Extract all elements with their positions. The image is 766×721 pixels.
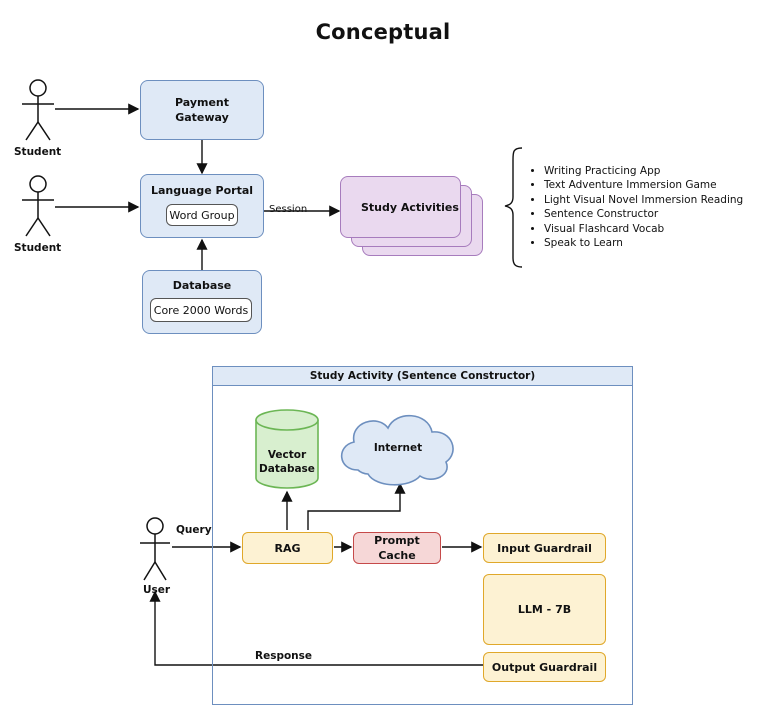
payment-gateway-label: Payment Gateway bbox=[174, 96, 230, 124]
vector-database-cylinder bbox=[255, 409, 319, 489]
response-edge-label: Response bbox=[255, 650, 313, 662]
user-label: User bbox=[143, 584, 171, 596]
student-bottom-figure bbox=[22, 175, 54, 237]
rag-box[interactable]: RAG bbox=[242, 532, 333, 564]
llm-label: LLM - 7B bbox=[517, 603, 572, 616]
diagram-title: Conceptual bbox=[315, 20, 451, 44]
prompt-cache-label: Prompt Cache bbox=[374, 534, 420, 562]
internet-cloud bbox=[340, 414, 454, 486]
vector-database-label: Vector Database bbox=[259, 449, 315, 475]
list-item: Visual Flashcard Vocab bbox=[544, 222, 743, 236]
database-label: Database bbox=[172, 279, 232, 292]
student-bottom-label: Student bbox=[14, 242, 62, 254]
study-activities-label: Study Activities bbox=[361, 200, 459, 214]
list-item: Text Adventure Immersion Game bbox=[544, 178, 743, 192]
study-activity-frame-title: Study Activity (Sentence Constructor) bbox=[212, 366, 633, 386]
payment-gateway-box[interactable]: Payment Gateway bbox=[140, 80, 264, 140]
list-item: Light Visual Novel Immersion Reading bbox=[544, 193, 743, 207]
core-words-box[interactable]: Core 2000 Words bbox=[150, 298, 252, 322]
activities-list: Writing Practicing App Text Adventure Im… bbox=[532, 164, 743, 250]
query-edge-label: Query bbox=[176, 524, 212, 536]
user-figure bbox=[140, 517, 170, 581]
word-group-label: Word Group bbox=[169, 208, 235, 222]
session-edge-label: Session bbox=[269, 204, 308, 215]
edge-output-user bbox=[149, 590, 483, 666]
output-guardrail-box[interactable]: Output Guardrail bbox=[483, 652, 606, 682]
student-top-figure bbox=[22, 79, 54, 141]
list-item: Speak to Learn bbox=[544, 236, 743, 250]
language-portal-label: Language Portal bbox=[150, 184, 254, 197]
internet-label: Internet bbox=[373, 442, 423, 454]
input-guardrail-box[interactable]: Input Guardrail bbox=[483, 533, 606, 563]
student-top-label: Student bbox=[14, 146, 62, 158]
list-item: Writing Practicing App bbox=[544, 164, 743, 178]
output-guardrail-label: Output Guardrail bbox=[491, 660, 598, 674]
edge-rag-internet bbox=[307, 482, 406, 530]
list-item: Sentence Constructor bbox=[544, 207, 743, 221]
input-guardrail-label: Input Guardrail bbox=[497, 541, 592, 555]
prompt-cache-box[interactable]: Prompt Cache bbox=[353, 532, 441, 564]
core-words-label: Core 2000 Words bbox=[153, 303, 249, 317]
word-group-box[interactable]: Word Group bbox=[166, 204, 238, 226]
list-brace bbox=[504, 147, 523, 268]
study-activities-box[interactable]: Study Activities bbox=[340, 176, 461, 238]
rag-label: RAG bbox=[274, 541, 301, 555]
llm-box[interactable]: LLM - 7B bbox=[483, 574, 606, 645]
